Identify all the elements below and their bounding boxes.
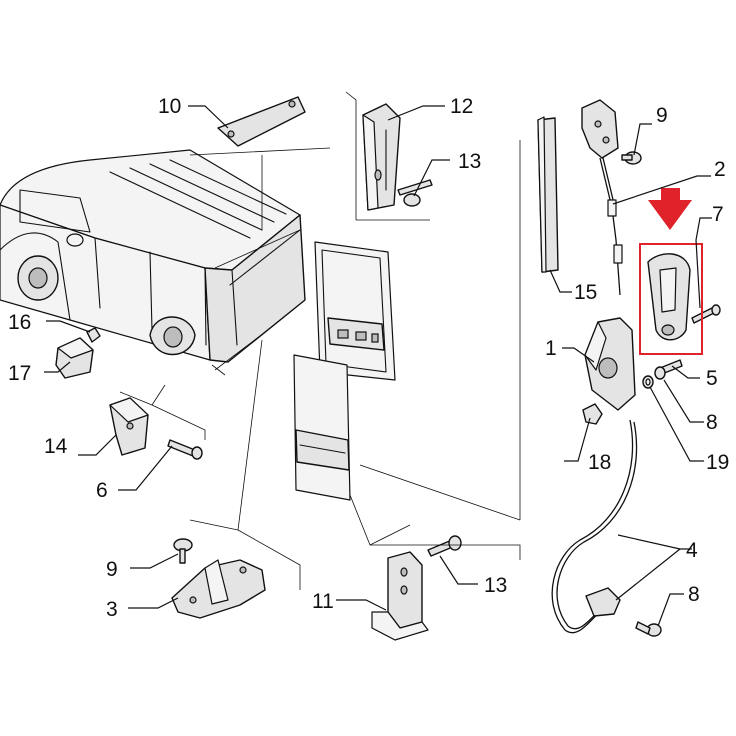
callout-9: 9 bbox=[656, 104, 668, 127]
part-19-washer bbox=[642, 375, 654, 389]
callout-19: 19 bbox=[706, 451, 729, 474]
callout-labels: 10 12 13 16 17 14 6 9 3 11 13 9 2 7 15 1… bbox=[8, 95, 729, 621]
callout-16: 16 bbox=[8, 311, 31, 334]
part-11-bracket bbox=[371, 551, 429, 641]
down-arrow-icon bbox=[648, 188, 692, 230]
callout-2: 2 bbox=[714, 158, 726, 181]
callout-11: 11 bbox=[312, 590, 334, 613]
part-9-screw-lower bbox=[173, 538, 193, 564]
part-6-bolt bbox=[167, 439, 203, 460]
part-14-stopper bbox=[109, 397, 149, 456]
part-2-rod bbox=[599, 157, 623, 296]
callout-18: 18 bbox=[588, 451, 611, 474]
part-18-plug bbox=[582, 403, 603, 425]
callout-15: 15 bbox=[574, 281, 597, 304]
rear-door-upper bbox=[314, 241, 396, 381]
part-4-cable bbox=[551, 419, 638, 634]
part-15-rod bbox=[537, 116, 559, 273]
callout-13: 13 bbox=[458, 150, 481, 173]
callout-14: 14 bbox=[44, 435, 68, 458]
callout-7: 7 bbox=[712, 203, 724, 226]
part-9-screw-upper bbox=[621, 151, 642, 165]
callout-8: 8 bbox=[688, 583, 700, 606]
rear-door-lower bbox=[293, 354, 351, 501]
highlight-box bbox=[639, 243, 703, 355]
callout-4: 4 bbox=[686, 539, 698, 562]
callout-6: 6 bbox=[96, 479, 108, 502]
part-17-block bbox=[55, 337, 94, 379]
part-12-hinge bbox=[362, 103, 401, 211]
part-13-bolt-upper bbox=[397, 179, 433, 207]
part-1-lock bbox=[584, 317, 636, 411]
van-illustration bbox=[0, 149, 306, 363]
callout-10: 10 bbox=[158, 95, 181, 118]
callout-5: 5 bbox=[706, 367, 718, 390]
part-7-screw bbox=[691, 304, 721, 324]
part-3-striker bbox=[171, 559, 266, 619]
callout-12: 12 bbox=[450, 95, 473, 118]
callout-13: 13 bbox=[484, 574, 507, 597]
callout-9: 9 bbox=[106, 558, 118, 581]
upper-latch bbox=[581, 99, 619, 159]
callout-1: 1 bbox=[545, 337, 557, 360]
callout-17: 17 bbox=[8, 362, 31, 385]
part-13-bolt-lower bbox=[427, 535, 462, 557]
part-16-nut bbox=[86, 327, 101, 343]
part-8-bolt-upper bbox=[654, 366, 666, 380]
part-10-plate bbox=[217, 96, 306, 147]
callout-leader-lines bbox=[44, 91, 712, 627]
part-7-handle bbox=[647, 253, 691, 341]
callout-8: 8 bbox=[706, 411, 718, 434]
part-8-bolt-lower bbox=[635, 621, 662, 637]
callout-3: 3 bbox=[106, 598, 118, 621]
